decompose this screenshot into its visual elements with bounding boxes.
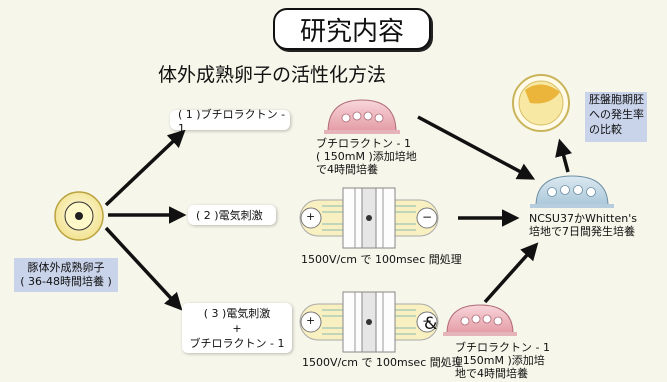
source-line-2: ( 36-48時間培養 ): [20, 275, 112, 288]
method-3-text-line-2: +: [232, 321, 242, 335]
dish-1-note-line-3: で4時間培養: [316, 163, 378, 176]
petri-dish-blue-icon: [530, 175, 614, 208]
electrode-minus-label: −: [422, 314, 433, 328]
outcome-line-1: 胚盤胞期胚: [589, 93, 644, 106]
electrode-plus-label: +: [306, 210, 316, 223]
arrow-dish1-to-culture: [417, 115, 536, 180]
method-2-label: ( 2 )電気刺激: [188, 205, 276, 225]
outcome-line-3: の比較: [589, 123, 622, 136]
dish-3-note-line-1: ブチロラクトン - 1: [455, 341, 550, 354]
method-3-text-line-3: ブチロラクトン - 1: [189, 336, 285, 350]
electrode-plus-label: +: [306, 314, 316, 327]
method-3-text-line-1: ( 3 )電気刺激: [203, 306, 271, 320]
source-line-1: 豚体外成熟卵子: [27, 261, 105, 274]
dish-1-note-line-1: ブチロラクトン - 1: [316, 137, 411, 150]
blastocyst-icon: [512, 74, 570, 132]
source-oocyte-label: 豚体外成熟卵子 ( 36-48時間培養 ): [14, 258, 118, 292]
method-1-label: ( 1 )ブチロラクトン - 1: [170, 108, 290, 135]
dish-3-note: ブチロラクトン - 1 ( 150mM )添加培 地で4時間培養: [455, 341, 550, 380]
electrode-chamber-icon: [299, 291, 439, 353]
arrow-culture-to-outcome: [555, 138, 573, 173]
dish-1-note: ブチロラクトン - 1 ( 150mM )添加培地 で4時間培養: [316, 137, 417, 176]
pulse-note-1: 1500V/cm で 100msec 間処理: [301, 253, 462, 266]
oocyte-icon: [54, 191, 104, 241]
culture-note: NCSU37かWhitten's 培地で7日間発生培養: [529, 212, 637, 238]
petri-dish-pink-icon: [324, 99, 400, 134]
culture-note-line-2: 培地で7日間発生培養: [529, 225, 635, 238]
dish-3-note-line-3: 地で4時間培養: [455, 367, 528, 380]
outcome-line-2: への発生率: [589, 108, 644, 121]
arrow-dish3-to-culture: [483, 242, 539, 304]
method-1-text: ( 1 )ブチロラクトン - 1: [178, 107, 286, 135]
diagram-subtitle: 体外成熟卵子の活性化方法: [158, 64, 387, 86]
method-3-label: ( 3 )電気刺激 + ブチロラクトン - 1: [182, 303, 292, 353]
method-2-text: ( 2 )電気刺激: [196, 209, 263, 222]
ampersand: &: [424, 314, 438, 334]
outcome-label: 胚盤胞期胚 への発生率 の比較: [585, 92, 647, 142]
page-title: 研究内容: [273, 8, 431, 50]
culture-note-line-1: NCSU37かWhitten's: [529, 212, 637, 225]
petri-dish-pink-icon: [443, 304, 517, 336]
dish-1-note-line-2: ( 150mM )添加培地: [316, 150, 417, 163]
arrow-to-method-1: [104, 129, 186, 207]
electrode-minus-label: −: [422, 210, 433, 224]
dish-3-note-line-2: ( 150mM )添加培: [455, 354, 545, 367]
electrode-chamber-icon: [299, 187, 439, 249]
arrow-to-method-3: [104, 226, 183, 311]
pulse-note-2: 1500V/cm で 100msec 間処理: [302, 356, 463, 369]
